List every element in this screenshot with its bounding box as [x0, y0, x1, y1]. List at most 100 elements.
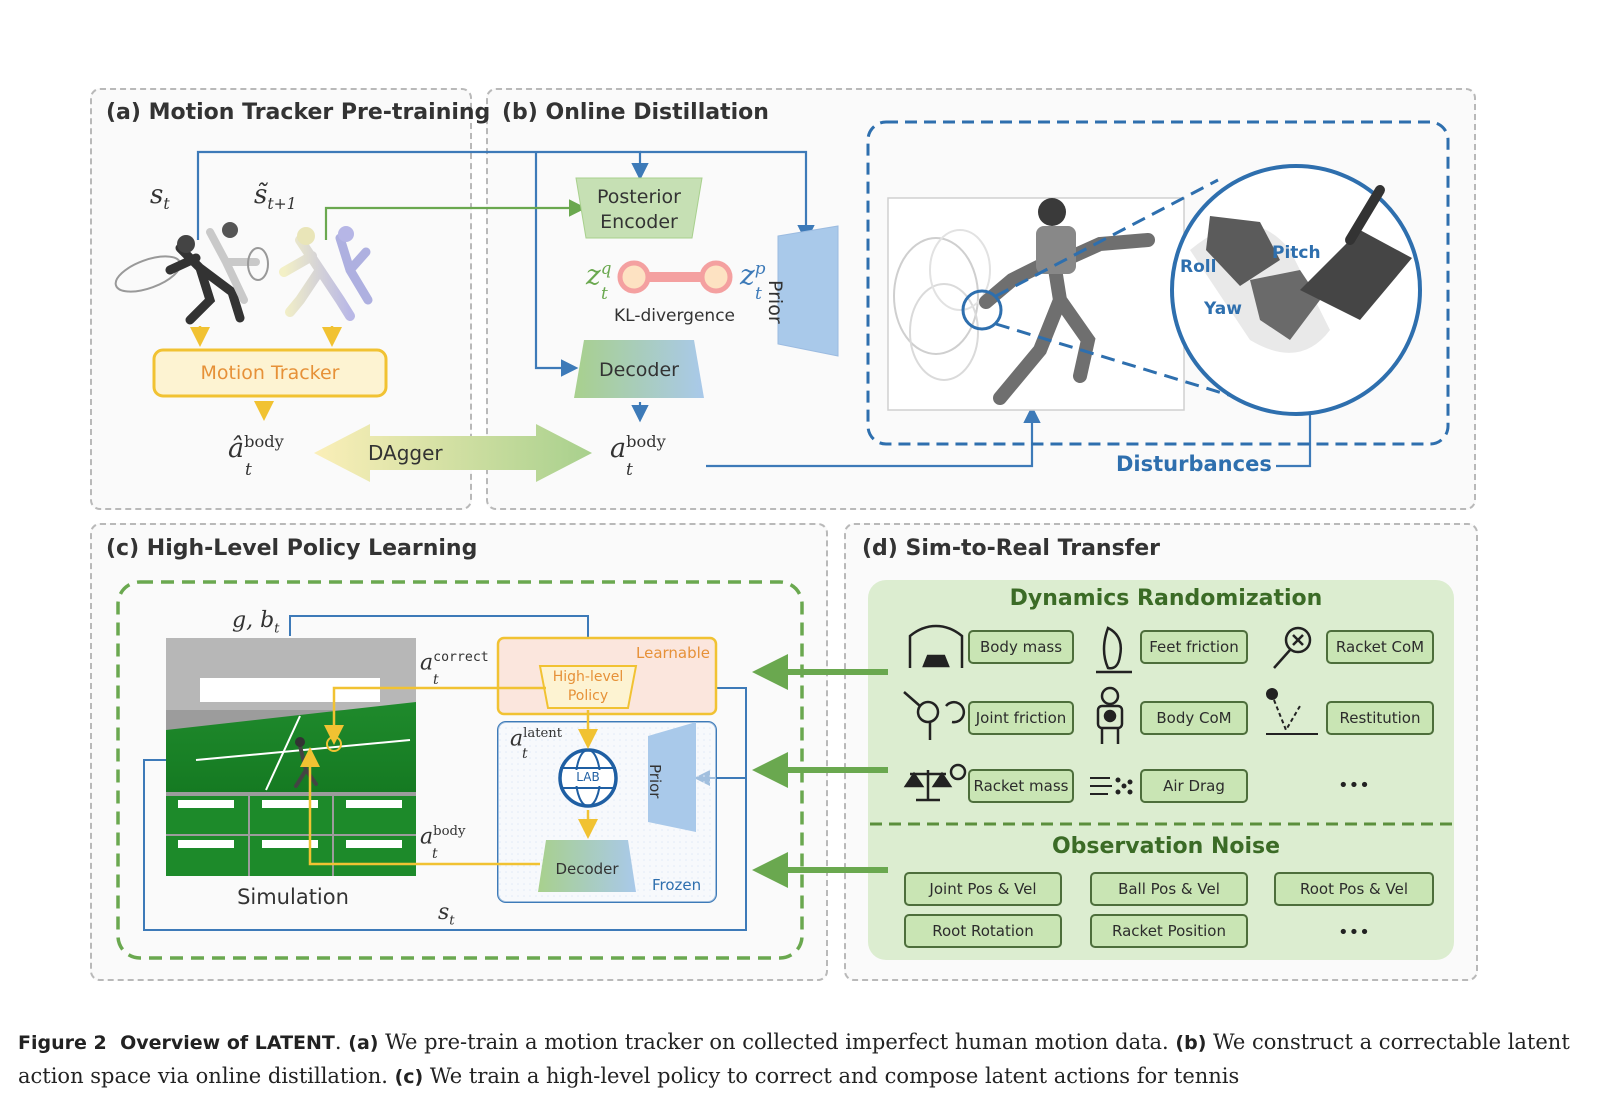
s-t-sub: t [163, 195, 170, 214]
chip-ball-pos-vel: Ball Pos & Vel [1090, 872, 1248, 906]
posterior-encoder-shape [575, 177, 703, 239]
wrist-joint-closeup [1190, 185, 1412, 353]
chip-feet-friction: Feet friction [1140, 630, 1248, 664]
caption-c: (c) [394, 1066, 424, 1088]
s-t-c: st [438, 900, 455, 928]
state-s-next: s̃t+1 [254, 180, 297, 213]
joint-friction-icon [903, 691, 966, 740]
a-correct-sup: correct [433, 650, 489, 665]
a-body-sub: t [626, 460, 633, 480]
dagger-label: DAgger [368, 441, 443, 465]
a-hat-sub: t [245, 460, 252, 480]
decoder-label-c: Decoder [555, 860, 619, 878]
caption-a-text: We pre-train a motion tracker on collect… [378, 1030, 1176, 1054]
chip-joint-pos-vel: Joint Pos & Vel [904, 872, 1062, 906]
a-body: abody [610, 432, 666, 464]
learnable-label: Learnable [636, 644, 711, 662]
prior-label-c: Prior [646, 764, 664, 799]
roll-label: Roll [1180, 257, 1217, 277]
decoder-label: Decoder [599, 359, 679, 381]
caption-title: Overview of LATENT [120, 1032, 335, 1054]
decoder-shape [574, 340, 704, 398]
dyn-ellipsis: ••• [1338, 775, 1370, 796]
disturbances-label: Disturbances [1116, 452, 1272, 476]
a-body-c: abody [420, 824, 465, 849]
yaw-label: Yaw [1204, 299, 1242, 319]
high-level-policy-shape [538, 665, 638, 709]
a-body-c-sub: t [432, 846, 438, 862]
goal-ball-state: g, bt [232, 608, 279, 636]
chip-racket-position: Racket Position [1090, 914, 1248, 948]
a-correct: acorrect [420, 650, 489, 675]
a-body-sup: body [626, 432, 666, 451]
kl-divergence-label: KL-divergence [614, 306, 736, 326]
caption-fig: Figure 2 [18, 1032, 107, 1054]
racket-mass-icon [903, 763, 967, 802]
prior-label: Prior [764, 280, 786, 324]
racket-com-icon [1273, 626, 1312, 669]
caption-b: (b) [1175, 1032, 1207, 1054]
disturbance-region [866, 120, 1450, 446]
simulation-label: Simulation [237, 885, 349, 909]
kl-divergence-link [617, 260, 733, 294]
s-t-base: s [150, 180, 164, 210]
body-mass-icon [908, 624, 964, 668]
panel-c-title: (c) High-Level Policy Learning [106, 536, 478, 561]
high-level-policy-line2: Policy [567, 688, 609, 704]
lab-label: LAB [576, 770, 600, 784]
g-base: g [232, 608, 247, 633]
s-next-sub: t+1 [267, 195, 297, 214]
state-s-t: st [150, 180, 170, 213]
prior-shape-c [648, 722, 696, 832]
chip-racket-com: Racket CoM [1326, 630, 1434, 664]
a-hat-base: â [228, 433, 245, 464]
obs-ellipsis: ••• [1338, 922, 1370, 943]
a-latent-sup: latent [523, 726, 563, 741]
prior-shape [777, 225, 839, 357]
a-latent-sub: t [522, 746, 528, 762]
chip-body-com: Body CoM [1140, 701, 1248, 735]
a-body-c-base: a [420, 824, 434, 850]
pitch-label: Pitch [1272, 243, 1321, 263]
zp-sup: p [754, 258, 766, 278]
chip-body-mass: Body mass [968, 630, 1074, 664]
b-base: , b [246, 608, 275, 633]
chip-root-pos-vel: Root Pos & Vel [1274, 872, 1434, 906]
lab-globe-icon [558, 748, 618, 808]
zp-sub: t [755, 284, 762, 304]
observation-noise-title: Observation Noise [1051, 834, 1281, 859]
z-p: zp [740, 258, 766, 291]
a-hat-body: âbody [228, 432, 284, 464]
panel-d-title: (d) Sim-to-Real Transfer [862, 536, 1161, 561]
ghost-figure-a [279, 226, 373, 321]
chip-air-drag: Air Drag [1140, 769, 1248, 803]
decoder-shape-c [538, 840, 636, 892]
panel-b-title: (b) Online Distillation [502, 100, 769, 125]
motion-tracker-label: Motion Tracker [200, 362, 340, 384]
zq-sub: t [601, 284, 608, 304]
air-drag-icon [1090, 777, 1133, 795]
a-latent: alatent [510, 726, 562, 751]
a-latent-base: a [510, 726, 524, 752]
body-com-icon [1096, 686, 1124, 744]
caption-a: (a) [348, 1032, 379, 1054]
feet-friction-icon [1096, 626, 1132, 674]
zq-sup: q [600, 258, 612, 278]
chip-racket-mass: Racket mass [968, 769, 1074, 803]
zp-base: z [740, 258, 755, 292]
posterior-encoder-line2: Encoder [600, 211, 678, 233]
motion-tracker-box [152, 348, 388, 398]
dynamics-randomization-title: Dynamics Randomization [1009, 586, 1323, 611]
panel-a-title: (a) Motion Tracker Pre-training [106, 100, 491, 125]
s-t-c-sub: t [449, 913, 455, 929]
frozen-label: Frozen [652, 876, 702, 894]
s-t-c-base: s [438, 900, 450, 925]
a-body-c-sup: body [433, 824, 466, 839]
figure-caption: Figure 2 Overview of LATENT. (a) We pre-… [18, 1030, 1570, 1088]
high-level-policy-line1: High-level [552, 669, 624, 685]
restitution-icon [1266, 688, 1318, 735]
chip-joint-friction: Joint friction [968, 701, 1074, 735]
chip-root-rotation: Root Rotation [904, 914, 1062, 948]
z-q: zq [586, 258, 612, 291]
